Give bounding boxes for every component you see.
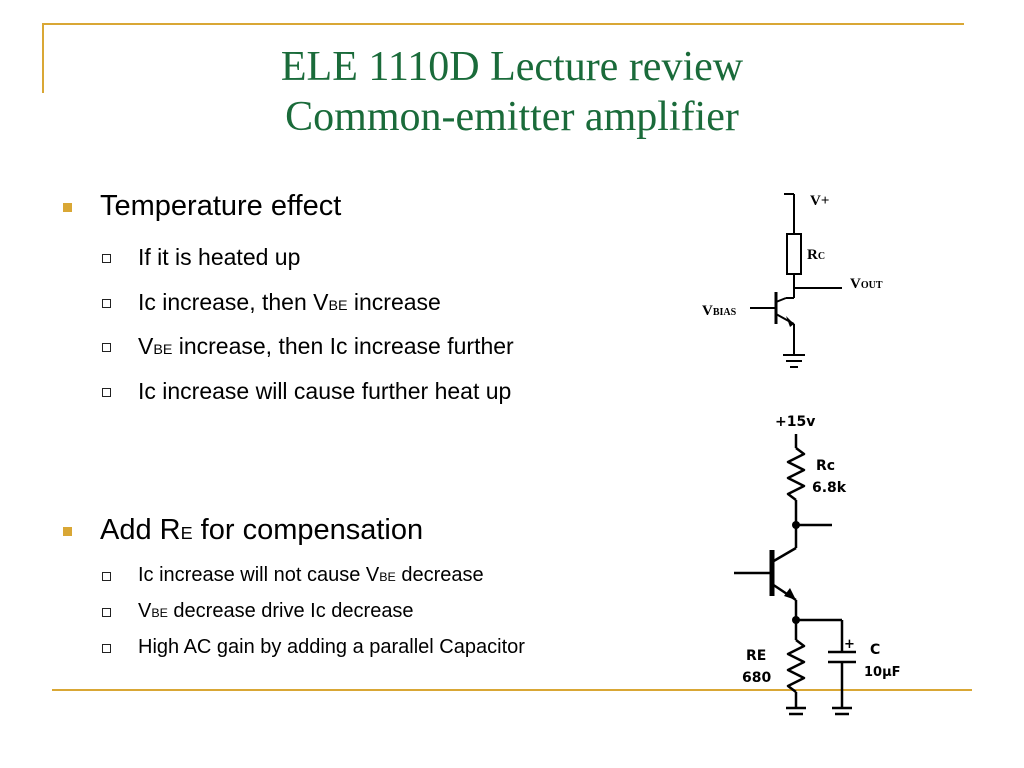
sub-bullet-text-end: decrease [395,564,484,586]
sub-bullet-text: Ic increase will not cause V [138,564,380,586]
hollow-square-bullet-icon [102,644,111,653]
frame-top-line [42,23,964,25]
hollow-square-bullet-icon [102,608,111,617]
vout-label: VOUT [850,276,883,292]
capacitor-plus-label: + [844,637,855,652]
re-value: 680 [742,670,771,686]
sub-bullet-text: V [138,600,152,622]
sub-bullet-text: V [138,333,154,359]
square-bullet-icon [63,527,72,536]
emitter-node-dot [792,616,800,624]
subscript-be: BE [151,606,168,620]
subscript-be: BE [153,342,173,358]
hollow-square-bullet-icon [102,299,111,308]
emitter-arrow-icon [784,588,796,600]
common-emitter-circuit-diagram: V+ RC VOUT VBIAS [702,193,883,368]
hollow-square-bullet-icon [102,572,111,581]
bullet-text: Add R [100,514,181,546]
collector-node-dot [792,521,800,529]
sub-bullet-text-end: decrease drive Ic decrease [167,600,414,622]
vplus-label: V+ [810,193,829,209]
sub-bullet-text: Ic increase will cause further heat up [138,378,512,404]
supply-label: +15v [775,414,815,430]
sub-bullet-text: Ic increase, then V [138,289,329,315]
frame-left-line [42,23,44,93]
title-line-2: Common-emitter amplifier [285,94,739,140]
capacitor-label: C [870,642,880,658]
title-line-1: ELE 1110D Lecture review [280,44,744,90]
sub-bullet-text: High AC gain by adding a parallel Capaci… [138,636,525,658]
subscript-be: BE [328,298,348,314]
hollow-square-bullet-icon [102,343,111,352]
slide-title: ELE 1110D Lecture review Common-emitter … [100,42,924,142]
subscript-e: E [180,523,193,543]
sub-bullet-text-end: increase [347,289,441,315]
emitter-degeneration-circuit-diagram: +15v Rc 6.8k RE 680 + C 10μF [734,414,901,716]
rc-value: 6.8k [812,480,847,496]
square-bullet-icon [63,203,72,212]
subscript-be: BE [379,570,396,584]
re-label: RE [746,648,766,664]
emitter-arrow-icon [786,316,794,327]
bullet-text-end: for compensation [192,514,424,546]
frame-bottom-line [52,689,972,691]
bullet-text: Temperature effect [100,190,342,222]
sub-bullet-text: If it is heated up [138,244,301,270]
hollow-square-bullet-icon [102,388,111,397]
vbias-label: VBIAS [702,303,737,319]
rc-label: RC [807,247,825,263]
capacitor-value: 10μF [864,665,901,680]
sub-bullet-text-end: increase, then Ic increase further [172,333,514,359]
hollow-square-bullet-icon [102,254,111,263]
rc-label: Rc [816,458,835,474]
